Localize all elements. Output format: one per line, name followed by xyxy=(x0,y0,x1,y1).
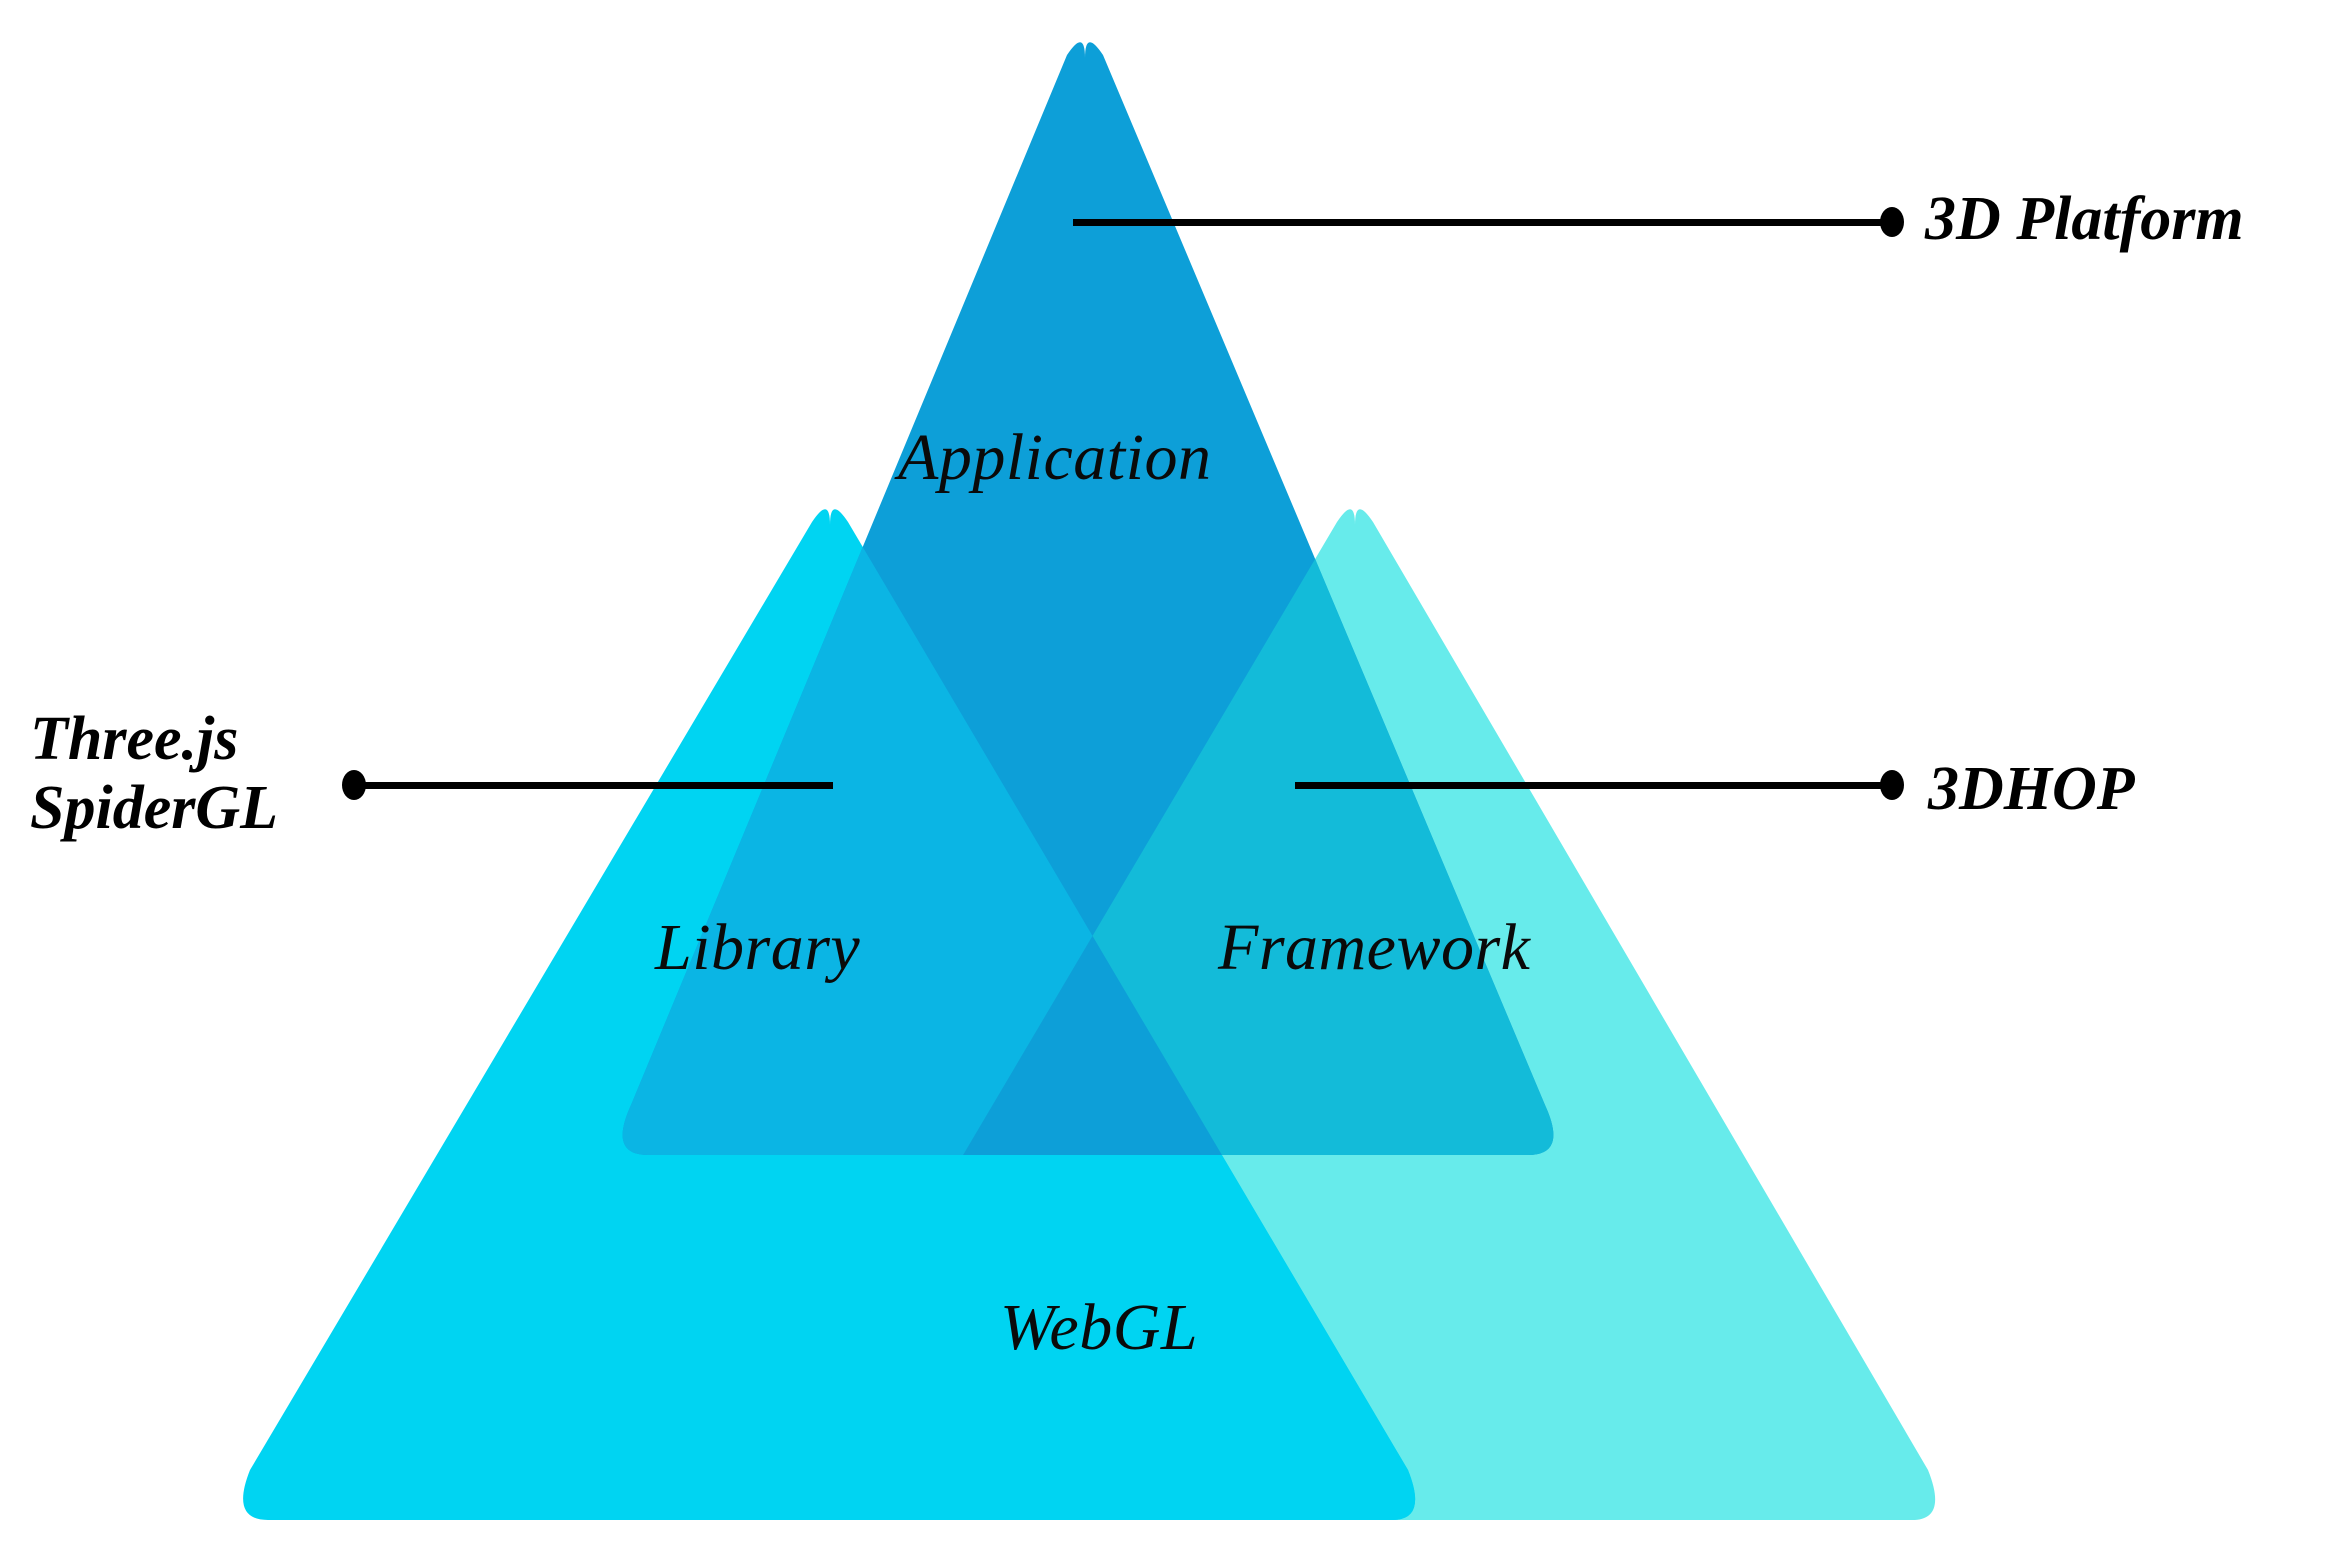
label-application: Application xyxy=(898,421,1212,494)
leader-line-3dhop xyxy=(1295,782,1891,789)
callout-three-spidergl-line2: SpiderGL xyxy=(30,774,278,843)
leader-dot-three-spidergl xyxy=(342,770,366,800)
callout-3dhop: 3DHOP xyxy=(1928,755,2135,823)
callout-three-spidergl-line1: Three.js xyxy=(30,705,239,773)
leader-dot-3d-platform xyxy=(1880,207,1904,237)
label-framework: Framework xyxy=(1218,911,1531,984)
leader-dot-3dhop xyxy=(1880,770,1904,800)
callout-3d-platform: 3D Platform xyxy=(1925,185,2244,253)
label-webgl: WebGL xyxy=(1000,1291,1199,1364)
leader-line-three-spidergl xyxy=(358,782,833,789)
leader-line-3d-platform xyxy=(1073,219,1891,226)
label-library: Library xyxy=(655,911,861,984)
